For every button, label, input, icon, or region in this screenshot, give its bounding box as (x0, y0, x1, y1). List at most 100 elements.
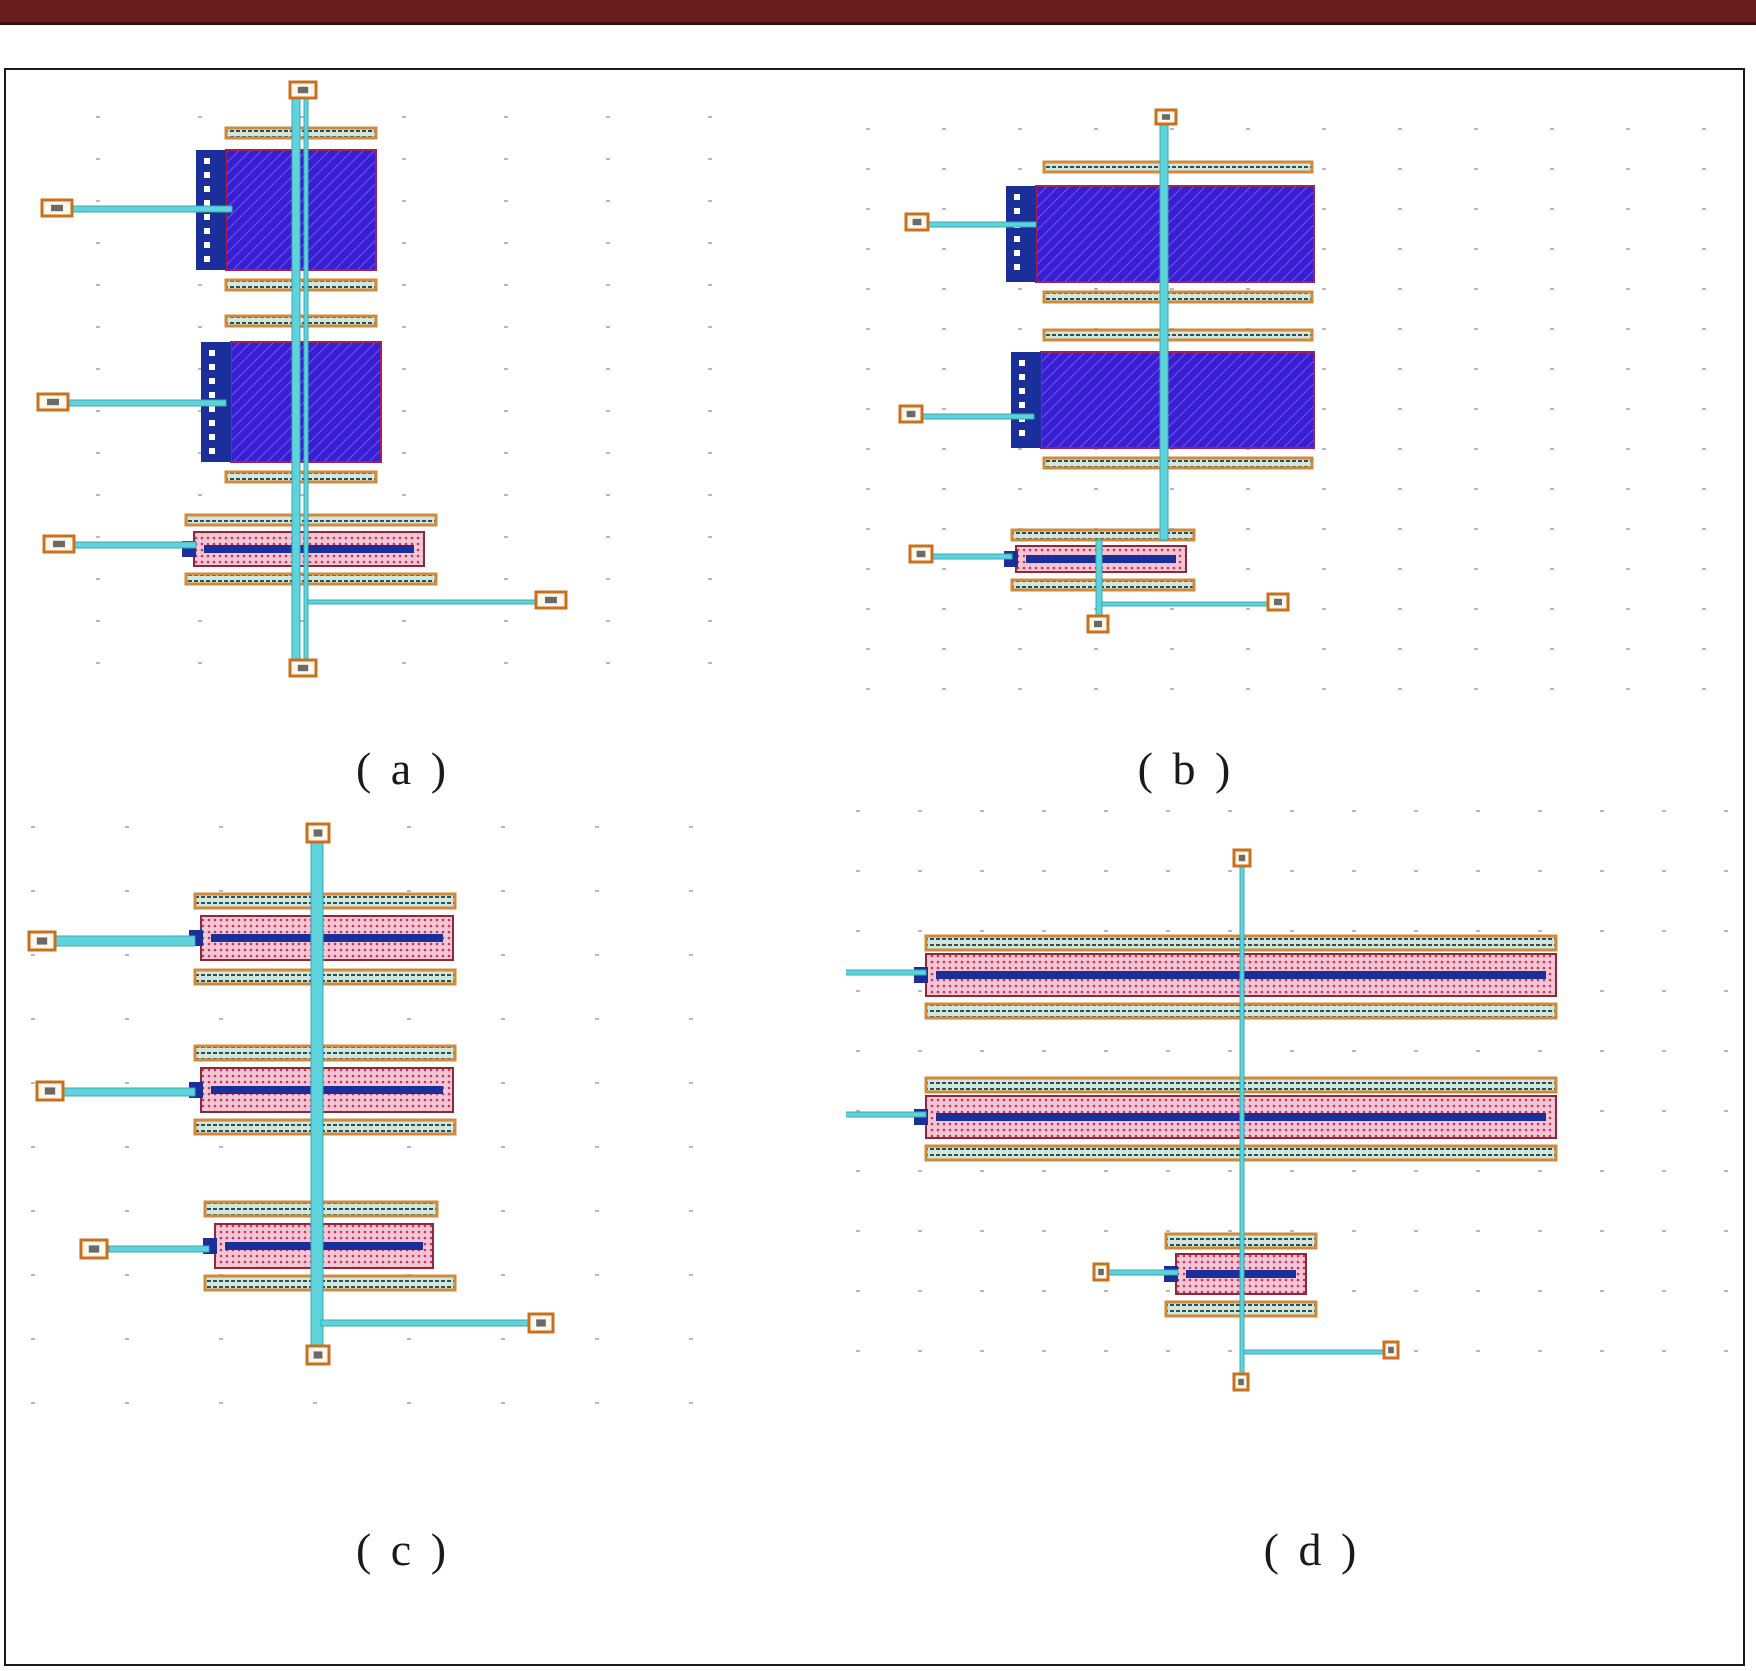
gate-contact (209, 392, 215, 398)
grid-dot (1398, 288, 1402, 290)
grid-dot (219, 1146, 223, 1148)
grid-dot (1600, 1110, 1604, 1112)
grid-dot (1352, 810, 1356, 812)
grid-dot (1104, 1230, 1108, 1232)
grid-dot (1398, 368, 1402, 370)
grid-dot (504, 200, 508, 202)
grid-dot (402, 200, 406, 202)
grid-dot (1550, 168, 1554, 170)
grid-dot (96, 284, 100, 286)
routing-wire (291, 93, 301, 675)
grid-dot (501, 954, 505, 956)
grid-dot (1104, 810, 1108, 812)
grid-dot (1398, 688, 1402, 690)
grid-dot (1474, 688, 1478, 690)
grid-dot (1352, 870, 1356, 872)
pin-contact (51, 204, 63, 212)
pin-contact (47, 398, 59, 406)
grid-dot (96, 620, 100, 622)
gate-contact (1019, 402, 1025, 408)
grid-dot (504, 410, 508, 412)
grid-dot (1550, 368, 1554, 370)
pin-contact (297, 664, 309, 672)
grid-dot (1166, 1050, 1170, 1052)
gate-contact (209, 420, 215, 426)
grid-dot (96, 116, 100, 118)
grid-dot (708, 410, 712, 412)
grid-dot (402, 410, 406, 412)
grid-dot (708, 326, 712, 328)
grid-dot (1476, 1230, 1480, 1232)
grid-dot (1702, 128, 1706, 130)
grid-dot (504, 368, 508, 370)
grid-dot (1166, 1170, 1170, 1172)
grid-dot (1246, 528, 1250, 530)
grid-dot (856, 810, 860, 812)
grid-dot (1626, 288, 1630, 290)
grid-dot (1476, 810, 1480, 812)
grid-dot (595, 890, 599, 892)
grid-dot (708, 284, 712, 286)
grid-dot (1474, 608, 1478, 610)
grid-dot (1476, 1050, 1480, 1052)
grid-dot (1166, 930, 1170, 932)
pin-contact (912, 218, 922, 226)
grid-dot (1724, 990, 1728, 992)
grid-dot (1042, 810, 1046, 812)
gate-contact (1019, 430, 1025, 436)
grid-dot (1724, 1230, 1728, 1232)
pin-contact (1238, 1378, 1244, 1386)
grid-dot (1398, 168, 1402, 170)
grid-dot (866, 168, 870, 170)
grid-dot (31, 890, 35, 892)
grid-dot (1600, 1230, 1604, 1232)
grid-dot (501, 1146, 505, 1148)
grid-dot (866, 408, 870, 410)
grid-dot (1322, 288, 1326, 290)
grid-dot (402, 368, 406, 370)
gate-contact (1019, 374, 1025, 380)
gate-contact (1014, 208, 1020, 214)
metal-rail (184, 513, 438, 527)
grid-dot (1246, 488, 1250, 490)
caption-a: ( a ) (355, 743, 451, 794)
grid-dot (689, 954, 693, 956)
grid-dot (980, 1290, 984, 1292)
routing-wire (921, 553, 1013, 560)
grid-dot (942, 288, 946, 290)
grid-dot (31, 1402, 35, 1404)
grid-dot (1018, 288, 1022, 290)
grid-dot (1228, 930, 1232, 932)
grid-dot (708, 620, 712, 622)
grid-dot (1398, 568, 1402, 570)
grid-dot (595, 1274, 599, 1276)
grid-dot (1662, 810, 1666, 812)
grid-dot (125, 826, 129, 828)
grid-dot (866, 688, 870, 690)
grid-dot (1538, 1050, 1542, 1052)
gate-contact (209, 378, 215, 384)
poly-gate (211, 1086, 443, 1094)
grid-dot (918, 1290, 922, 1292)
grid-dot (501, 826, 505, 828)
grid-dot (1550, 528, 1554, 530)
grid-dot (606, 242, 610, 244)
grid-dot (125, 1210, 129, 1212)
grid-dot (1702, 368, 1706, 370)
gate-contact (1014, 250, 1020, 256)
grid-dot (1166, 870, 1170, 872)
metal-rail (1010, 528, 1196, 542)
routing-wire (1103, 1269, 1179, 1276)
gate-contact (204, 158, 210, 164)
grid-dot (1474, 408, 1478, 410)
poly-gate (204, 545, 414, 553)
grid-dot (1322, 688, 1326, 690)
grid-dot (1626, 328, 1630, 330)
grid-dot (402, 116, 406, 118)
grid-dot (689, 1082, 693, 1084)
pin-contact (906, 410, 916, 418)
routing-wire (913, 413, 1035, 420)
grid-dot (689, 1210, 693, 1212)
grid-dot (125, 890, 129, 892)
grid-dot (1322, 168, 1326, 170)
